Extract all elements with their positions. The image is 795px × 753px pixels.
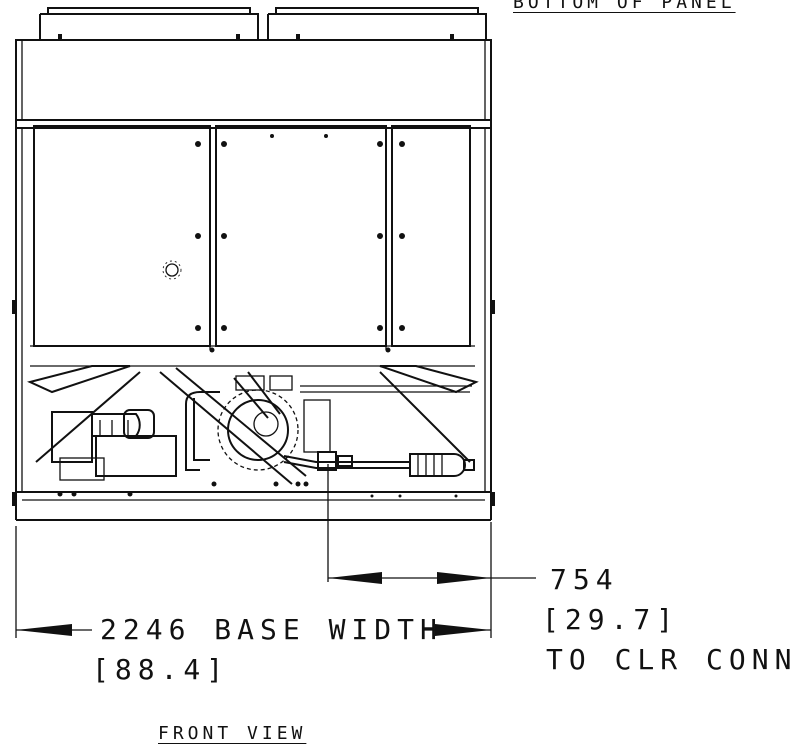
base-width-inches: [88.4] bbox=[92, 653, 230, 686]
front-view-title: FRONT VIEW bbox=[158, 723, 307, 744]
bottom-of-panel-label: BOTTOM OF PANEL bbox=[513, 0, 736, 13]
base-width-label: 2246 BASE WIDTH bbox=[100, 613, 443, 646]
lower-compartment bbox=[27, 365, 479, 498]
dimension-754 bbox=[327, 464, 536, 638]
upper-coil-box bbox=[15, 39, 492, 129]
dim-754-value: 754 bbox=[550, 563, 619, 596]
top-fan-collars bbox=[39, 7, 487, 40]
access-panels bbox=[30, 125, 475, 367]
frame-uprights bbox=[12, 120, 495, 521]
dimension-base-width bbox=[15, 526, 491, 638]
dim-754-inches: [29.7] bbox=[542, 603, 680, 636]
to-clr-conn-label: TO CLR CONN. bbox=[546, 643, 795, 676]
